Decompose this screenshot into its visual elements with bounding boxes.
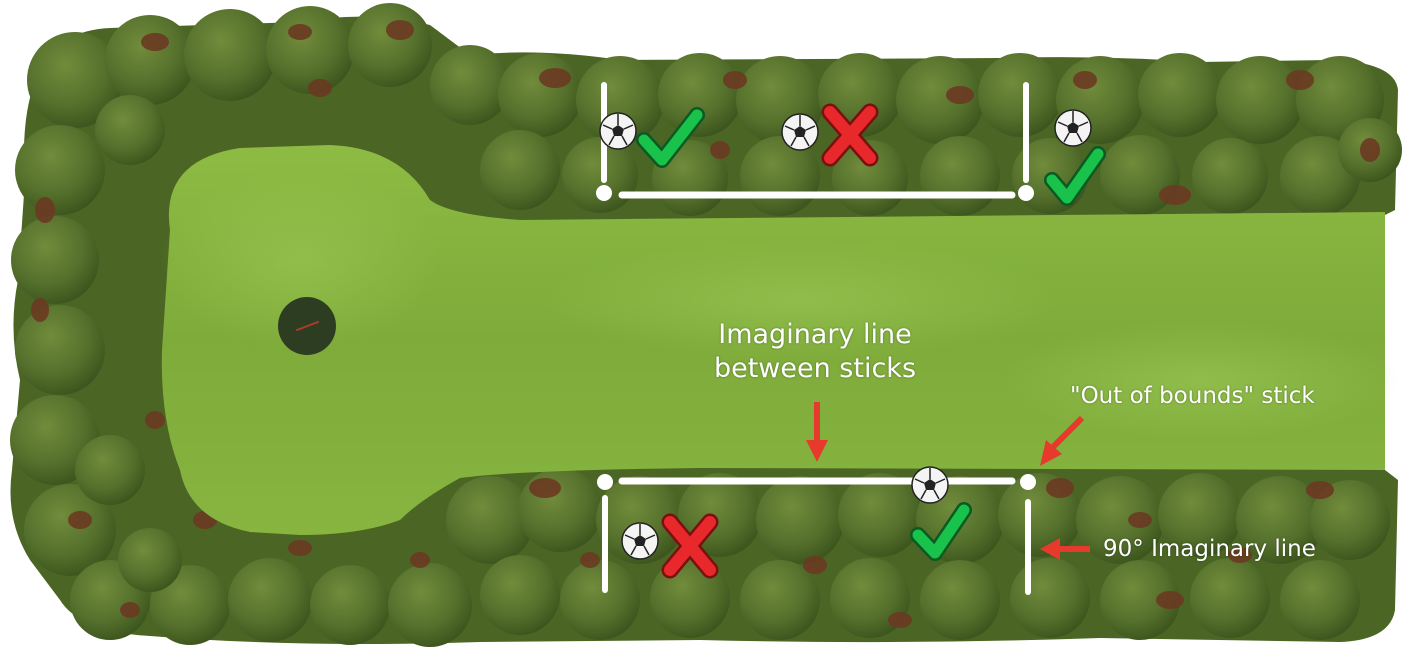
golf-hole bbox=[278, 297, 336, 355]
check-icon bbox=[636, 107, 705, 168]
imaginary-line-label-line1: Imaginary line bbox=[718, 319, 912, 350]
imaginary-line-label: Imaginary line between sticks bbox=[680, 318, 950, 386]
check-icon bbox=[910, 502, 972, 561]
ball-icon bbox=[599, 112, 637, 150]
top-imaginary-line bbox=[596, 82, 1034, 201]
cross-icon bbox=[661, 513, 719, 579]
ninety-degree-label: 90° Imaginary line bbox=[1103, 536, 1316, 562]
arrow-ninety-degree bbox=[1040, 538, 1090, 560]
ball-icon bbox=[1054, 109, 1092, 147]
cross-icon bbox=[821, 103, 879, 167]
out-of-bounds-label: "Out of bounds" stick bbox=[1070, 383, 1315, 409]
ball-icon bbox=[781, 113, 819, 151]
ball-icon bbox=[621, 522, 659, 560]
imaginary-line-label-line2: between sticks bbox=[713, 353, 917, 384]
arrow-imaginary-line bbox=[806, 402, 828, 462]
ball-icon bbox=[911, 466, 949, 504]
fairway bbox=[160, 145, 1400, 535]
check-icon bbox=[1044, 146, 1106, 206]
arrow-out-of-bounds bbox=[1040, 415, 1085, 466]
